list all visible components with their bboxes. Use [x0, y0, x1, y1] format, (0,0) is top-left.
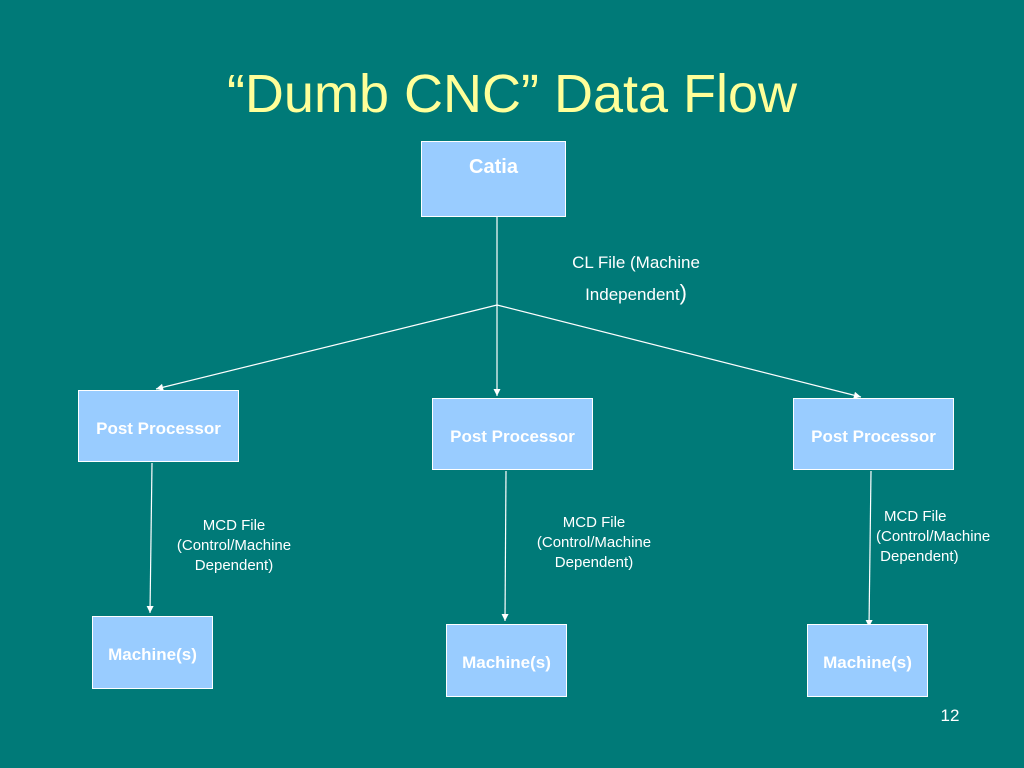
mcd-3-line2: (Control/Machine: [876, 528, 991, 545]
mcd-3-line3: Dependent): [876, 548, 959, 565]
post-processor-box-1: Post Processor: [78, 390, 239, 462]
cl-file-label: CL File (Machine Independent): [548, 248, 724, 310]
mcd-file-label-3: MCD File (Control/Machine Dependent): [876, 507, 1024, 567]
post-processor-box-3: Post Processor: [793, 398, 954, 470]
post-processor-label-2: Post Processor: [450, 427, 575, 446]
catia-box: Catia: [421, 141, 566, 217]
machine-box-3: Machine(s): [807, 624, 928, 697]
connector-to-post-processor-1: [155, 304, 498, 391]
connector-to-machine-1: [146, 462, 154, 614]
mcd-2-line1: MCD File: [562, 514, 626, 531]
post-processor-box-2: Post Processor: [432, 398, 593, 470]
cl-file-label-line2: Independent: [585, 285, 680, 304]
connector-to-post-processor-3: [496, 304, 862, 399]
mcd-file-label-2: MCD File (Control/Machine Dependent): [520, 513, 668, 573]
post-processor-label-1: Post Processor: [96, 419, 221, 438]
post-processor-label-3: Post Processor: [811, 427, 936, 446]
machine-label-3: Machine(s): [823, 653, 912, 672]
machine-label-2: Machine(s): [462, 653, 551, 672]
machine-label-1: Machine(s): [108, 645, 197, 664]
cl-file-label-paren: ): [679, 280, 687, 305]
machine-box-1: Machine(s): [92, 616, 213, 689]
cl-file-label-line2-wrap: Independent): [548, 278, 724, 310]
mcd-1-line2: (Control/Machine: [176, 537, 292, 554]
catia-label: Catia: [469, 156, 518, 178]
mcd-1-line3: Dependent): [194, 557, 274, 574]
page-number: 12: [940, 706, 960, 725]
mcd-file-label-1: MCD File (Control/Machine Dependent): [160, 516, 308, 576]
mcd-2-line3: Dependent): [554, 554, 634, 571]
slide-title: “Dumb CNC” Data Flow: [226, 64, 798, 124]
machine-box-2: Machine(s): [446, 624, 567, 697]
mcd-3-line1: MCD File: [884, 508, 947, 525]
connector-to-machine-2: [501, 470, 509, 622]
mcd-2-line2: (Control/Machine: [536, 534, 652, 551]
connector-to-machine-3: [865, 470, 873, 628]
cl-file-label-line1: CL File (Machine: [572, 253, 700, 272]
mcd-1-line1: MCD File: [202, 517, 266, 534]
